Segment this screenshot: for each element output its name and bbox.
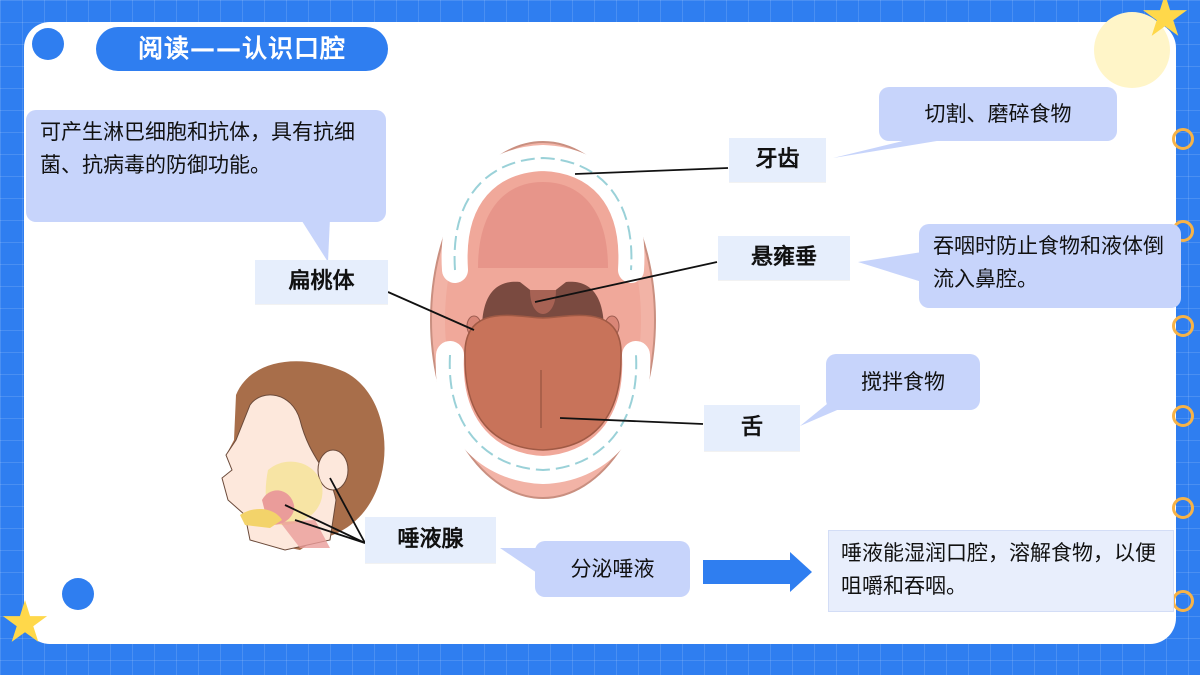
- bubble-teeth-function: 切割、磨碎食物: [879, 87, 1117, 141]
- mouth-illustration: [430, 141, 656, 499]
- binder-ring-icon: [1172, 315, 1194, 337]
- decorative-dot: [62, 578, 94, 610]
- label-tongue: 舌: [704, 405, 800, 451]
- head-illustration: [221, 361, 385, 551]
- label-uvula: 悬雍垂: [718, 236, 850, 280]
- bubble-uvula-function: 吞咽时防止食物和液体倒流入鼻腔。: [919, 224, 1181, 308]
- page-title: 阅读——认识口腔: [96, 27, 388, 71]
- binder-ring-icon: [1172, 497, 1194, 519]
- label-teeth: 牙齿: [729, 138, 826, 182]
- label-salivary-gland: 唾液腺: [365, 517, 496, 563]
- saliva-note: 唾液能湿润口腔，溶解食物，以便咀嚼和吞咽。: [828, 530, 1174, 612]
- binder-ring-icon: [1172, 405, 1194, 427]
- bubble-salivary-function: 分泌唾液: [535, 541, 690, 597]
- connector-lines: [284, 167, 729, 544]
- label-tonsil: 扁桃体: [255, 260, 388, 304]
- decorative-dot: [32, 28, 64, 60]
- bubble-tongue-function: 搅拌食物: [826, 354, 980, 410]
- binder-ring-icon: [1172, 128, 1194, 150]
- bubble-tonsil-function: 可产生淋巴细胞和抗体，具有抗细菌、抗病毒的防御功能。: [26, 110, 386, 222]
- right-arrow-icon: [703, 552, 812, 592]
